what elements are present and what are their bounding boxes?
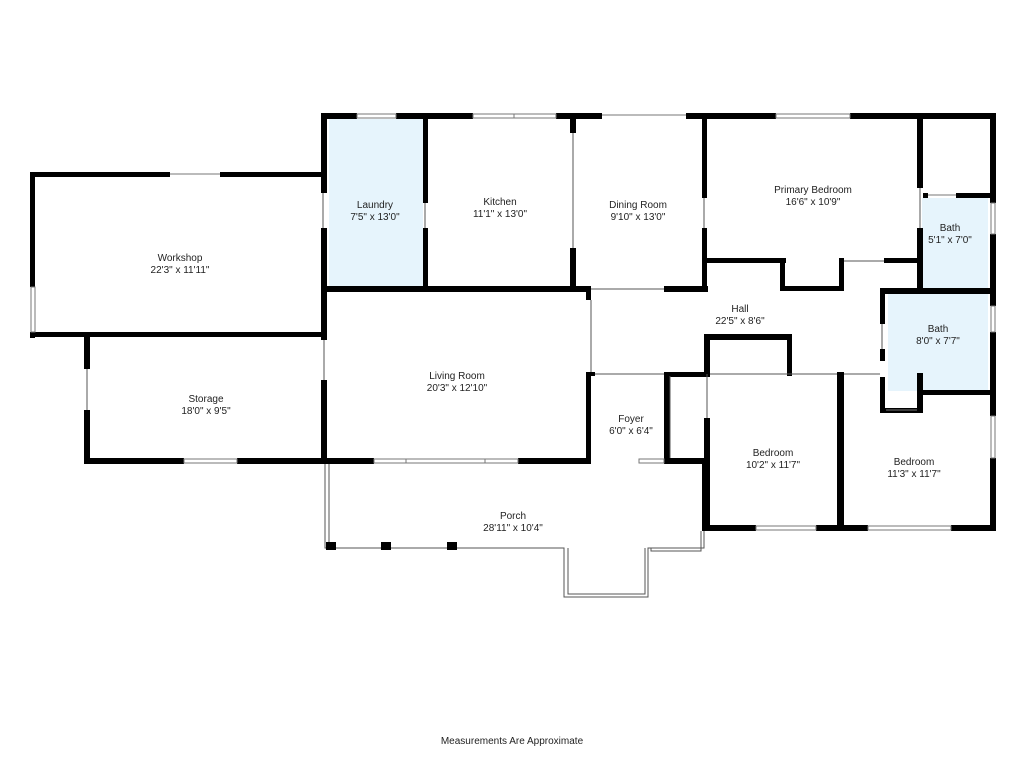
windows <box>30 113 996 531</box>
laundry-label: Laundry <box>357 200 393 211</box>
bedroom-left-label: Bedroom <box>753 448 794 459</box>
measurements-note: Measurements Are Approximate <box>440 736 584 747</box>
primary-bedroom-label: Primary Bedroom <box>774 185 852 196</box>
room-labels: Workshop 22'3" x 11'11" Storage 18'0" x … <box>151 185 973 534</box>
bath-upper-label: Bath <box>940 223 961 234</box>
storage-label: Storage <box>188 394 223 405</box>
primary-bedroom-dims: 16'6" x 10'9" <box>786 197 841 208</box>
laundry-dims: 7'5" x 13'0" <box>350 212 400 223</box>
kitchen-label: Kitchen <box>483 197 516 208</box>
porch-outline <box>324 463 705 598</box>
hall-dims: 22'5" x 8'6" <box>715 316 765 327</box>
openings <box>86 133 921 458</box>
storage-dims: 18'0" x 9'5" <box>181 406 231 417</box>
workshop-dims: 22'3" x 11'11" <box>151 265 210 276</box>
bedroom-right-dims: 11'3" x 11'7" <box>887 469 941 480</box>
bedroom-right-label: Bedroom <box>894 457 935 468</box>
bedroom-left-dims: 10'2" x 11'7" <box>746 460 801 471</box>
foyer-dims: 6'0" x 6'4" <box>609 426 653 437</box>
workshop-label: Workshop <box>158 253 203 264</box>
living-room-dims: 20'3" x 12'10" <box>427 383 488 394</box>
dining-room-dims: 9'10" x 13'0" <box>611 212 666 223</box>
bath-upper-dims: 5'1" x 7'0" <box>928 235 972 246</box>
bath-lower-highlight <box>888 293 988 391</box>
living-room-label: Living Room <box>429 371 485 382</box>
kitchen-dims: 11'1" x 13'0" <box>473 209 528 220</box>
dining-room-label: Dining Room <box>609 200 667 211</box>
porch-label: Porch <box>500 511 526 522</box>
walls <box>30 113 996 531</box>
bath-upper-highlight <box>922 198 988 288</box>
hall-label: Hall <box>731 304 748 315</box>
bath-lower-dims: 8'0" x 7'7" <box>916 336 960 347</box>
foyer-label: Foyer <box>618 414 644 425</box>
bath-lower-label: Bath <box>928 324 949 335</box>
laundry-highlight <box>329 119 423 287</box>
porch-dims: 28'11" x 10'4" <box>483 523 543 534</box>
